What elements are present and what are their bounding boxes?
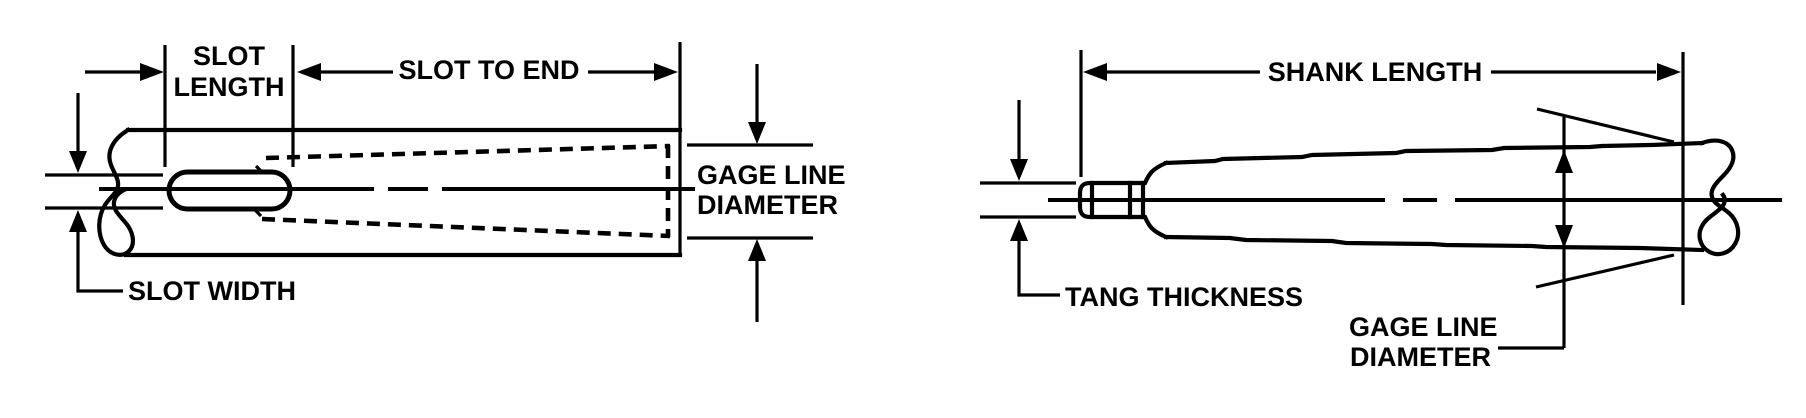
gage-line-slant-bottom [1535, 253, 1675, 289]
slot-length-label-line2: LENGTH [174, 72, 285, 102]
gage-diameter-label-line2: DIAMETER [697, 190, 838, 220]
slot-bottom-tick [253, 208, 263, 218]
gage-diameter-arrowhead-down-icon [748, 122, 766, 144]
tang-thickness-arrowhead-up-icon [1010, 219, 1028, 241]
slot-to-end-arrowhead-left-icon [297, 63, 321, 81]
slot-to-end-label: SLOT TO END [398, 55, 579, 85]
hidden-taper-top-line [265, 143, 671, 161]
taper-shank-view: SHANK LENGTH TANG THICKNESS GAGE LINE DI… [980, 50, 1782, 372]
slot-width-label: SLOT WIDTH [128, 276, 296, 306]
slot-width-arrowhead-up-icon [69, 210, 87, 232]
slot-width-arrowhead-down-icon [69, 151, 87, 173]
tang-thickness-arrowhead-down-icon [1010, 159, 1028, 181]
gage-diameter-label-line2: DIAMETER [1350, 342, 1491, 372]
slot-top-tick [254, 164, 265, 175]
gage-diameter-arrowhead-down-icon [1555, 225, 1573, 248]
slot-width-leader-line [76, 230, 123, 293]
shank-length-arrowhead-right-icon [1657, 63, 1681, 81]
slot-length-arrowhead-right-icon [140, 63, 164, 81]
socket-left-break-curve [97, 127, 136, 257]
shank-length-arrowhead-left-icon [1083, 63, 1107, 81]
slot-to-end-arrowhead-right-icon [654, 63, 678, 81]
gage-diameter-arrowhead-up-icon [748, 239, 766, 261]
shank-taper-top-edge [1163, 140, 1705, 166]
gage-diameter-label-line1: GAGE LINE [1349, 312, 1498, 342]
socket-slot-view: SLOT LENGTH SLOT TO END GAGE LINE DIAMET… [45, 41, 846, 322]
tang-thickness-leader-line [1017, 239, 1060, 297]
shank-length-label: SHANK LENGTH [1268, 57, 1483, 87]
hidden-taper-bottom-line [261, 216, 671, 239]
shank-right-break-curve [1697, 138, 1741, 257]
tang-thickness-label: TANG THICKNESS [1065, 282, 1303, 312]
slot-length-label-line1: SLOT [193, 41, 266, 71]
gage-line-slant-top [1536, 107, 1675, 144]
gage-diameter-label-line1: GAGE LINE [697, 160, 846, 190]
gage-diameter-arrowhead-up-icon [1555, 150, 1573, 173]
shank-taper-bottom-edge [1163, 234, 1705, 253]
